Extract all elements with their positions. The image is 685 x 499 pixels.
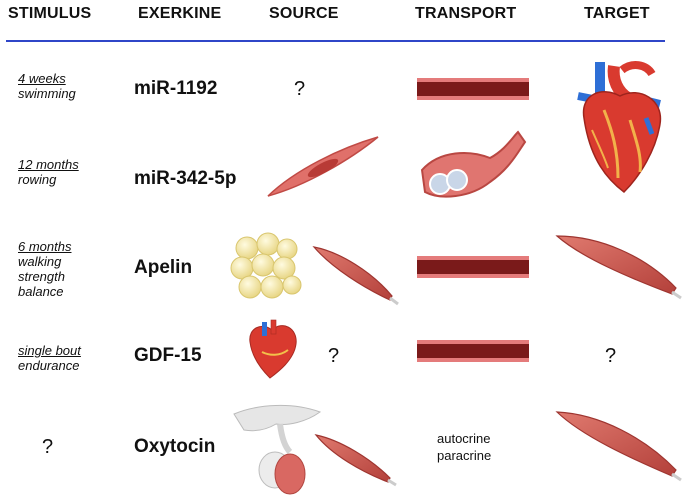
stimulus-row-3: 6 months walking strength balance [18, 239, 128, 299]
skeletal-muscle-icon [312, 246, 399, 306]
header-source: SOURCE [269, 5, 339, 22]
header-transport: TRANSPORT [415, 5, 517, 22]
stimulus-row-2: 12 months rowing [18, 157, 128, 187]
exerkine-label: miR-1192 [134, 78, 218, 99]
stimulus-type: endurance [18, 358, 80, 373]
header-divider [6, 40, 665, 42]
skeletal-muscle-icon [314, 434, 397, 487]
transport-mode: autocrine paracrine [437, 430, 491, 464]
stimulus-duration: 12 months [18, 157, 79, 172]
stimulus-duration: 4 weeks [18, 71, 66, 86]
header-exerkine: EXERKINE [138, 5, 222, 22]
vessel-with-exosomes-icon [420, 130, 527, 198]
stimulus-duration: 6 months [18, 239, 72, 254]
stimulus-type: walking [18, 254, 62, 269]
header-stimulus: STIMULUS [8, 5, 92, 22]
header-target: TARGET [584, 5, 650, 22]
exerkine-label: Apelin [134, 257, 193, 278]
transport-autocrine: autocrine [437, 431, 491, 446]
stimulus-type: strength [18, 269, 65, 284]
stimulus-type: rowing [18, 172, 57, 187]
heart-icon [577, 61, 662, 193]
exerkine-label: miR-342-5p [134, 168, 237, 189]
stimulus-duration: single bout [18, 343, 81, 358]
blood-vessel-icon [417, 78, 529, 100]
source-unknown: ? [328, 345, 340, 367]
pituitary-gland-icon [233, 405, 322, 495]
smooth-muscle-cell-icon [267, 136, 379, 197]
exerkine-label: GDF-15 [134, 345, 202, 366]
skeletal-muscle-icon [555, 411, 682, 482]
heart-icon [249, 319, 297, 379]
exerkine-label: Oxytocin [134, 436, 216, 457]
stimulus-type: balance [18, 284, 64, 299]
stimulus-row-1: 4 weeks swimming [18, 71, 128, 101]
blood-vessel-icon [417, 340, 529, 362]
source-unknown: ? [294, 78, 306, 100]
stimulus-type: swimming [18, 86, 76, 101]
target-unknown: ? [605, 345, 617, 367]
transport-paracrine: paracrine [437, 448, 492, 463]
stimulus-unknown: ? [42, 436, 54, 458]
skeletal-muscle-icon [555, 235, 682, 300]
blood-vessel-icon [417, 256, 529, 278]
stimulus-row-4: single bout endurance [18, 343, 128, 373]
adipose-tissue-icon [230, 232, 302, 299]
